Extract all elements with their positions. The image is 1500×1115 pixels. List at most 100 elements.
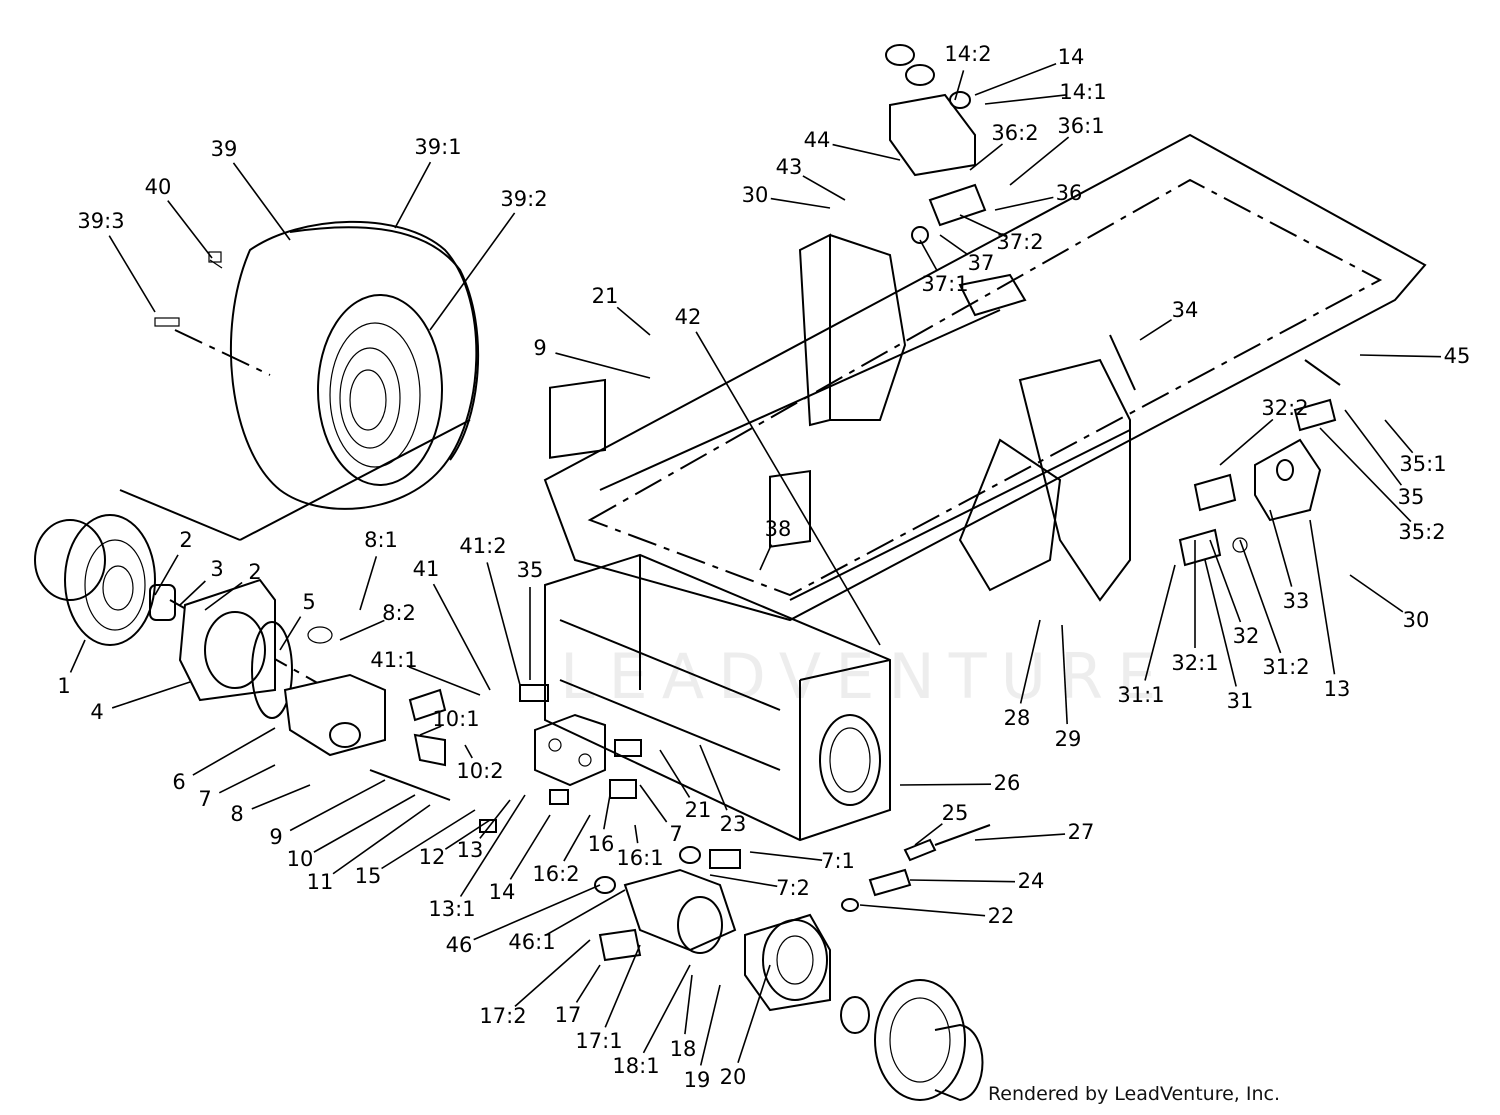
- leader-line-7-2: [709, 874, 778, 888]
- callout-8: 8: [230, 802, 243, 826]
- callout-14-2: 14:2: [944, 42, 991, 66]
- callout-37: 37: [968, 251, 995, 275]
- leader-line-30: [1349, 574, 1404, 613]
- callout-17-1: 17:1: [575, 1029, 622, 1053]
- leader-line-8: [251, 784, 311, 810]
- leader-line-27: [974, 833, 1066, 841]
- leader-line-7: [218, 764, 276, 794]
- leader-line-21: [616, 306, 651, 336]
- leader-line-46: [473, 884, 601, 941]
- leader-line-10: [313, 794, 416, 853]
- callout-11: 11: [307, 870, 334, 894]
- leader-line-31: [1204, 559, 1237, 687]
- callout-1: 1: [57, 674, 70, 698]
- callout-39: 39: [211, 137, 238, 161]
- callout-7-1: 7:1: [821, 849, 855, 873]
- callout-4: 4: [90, 700, 103, 724]
- leader-line-41-1: [408, 666, 481, 696]
- callout-3: 3: [210, 557, 223, 581]
- callout-2: 2: [179, 528, 192, 552]
- callout-35: 35: [517, 558, 544, 582]
- leader-line-11: [332, 804, 431, 875]
- callout-35-1: 35:1: [1399, 452, 1446, 476]
- leader-line-29: [1061, 624, 1068, 725]
- callout-20: 20: [720, 1065, 747, 1089]
- leader-line-8-2: [339, 619, 385, 641]
- callout-32-1: 32:1: [1171, 651, 1218, 675]
- callout-10-2: 10:2: [456, 759, 503, 783]
- sub-frame-illustration: [544, 553, 891, 842]
- callout-31-2: 31:2: [1262, 655, 1309, 679]
- leader-line-6: [192, 727, 276, 776]
- leader-line-36-2: [969, 143, 1004, 171]
- callout-41-2: 41:2: [459, 534, 506, 558]
- leader-line-39-3: [108, 235, 156, 313]
- callout-8-1: 8:1: [364, 528, 398, 552]
- leader-line-3: [179, 580, 206, 606]
- callout-14-1: 14:1: [1059, 80, 1106, 104]
- callout-37-2: 37:2: [996, 230, 1043, 254]
- leader-line-34: [1139, 318, 1172, 341]
- leader-line-39-1: [394, 161, 432, 229]
- leader-line-28: [1019, 619, 1041, 704]
- callout-42: 42: [675, 305, 702, 329]
- leader-line-14: [974, 63, 1057, 96]
- leader-line-37-1: [919, 239, 938, 272]
- leader-line-43: [802, 175, 846, 201]
- leader-line-21: [659, 749, 691, 798]
- callout-24: 24: [1018, 869, 1045, 893]
- callout-38: 38: [765, 517, 792, 541]
- leader-line-31-1: [1144, 564, 1176, 681]
- leader-line-20: [737, 964, 771, 1064]
- callout-36-1: 36:1: [1057, 114, 1104, 138]
- callout-16-1: 16:1: [616, 846, 663, 870]
- callout-2: 2: [248, 560, 261, 584]
- leader-line-41: [432, 583, 491, 691]
- leader-line-10-2: [464, 744, 473, 759]
- callout-10: 10: [287, 847, 314, 871]
- callout-39-2: 39:2: [500, 187, 547, 211]
- callout-33: 33: [1283, 589, 1310, 613]
- callout-31-1: 31:1: [1117, 683, 1164, 707]
- callout-27: 27: [1068, 820, 1095, 844]
- callout-36-2: 36:2: [991, 121, 1038, 145]
- leader-lines: [69, 63, 1442, 1066]
- leader-line-26: [899, 783, 992, 786]
- callout-43: 43: [776, 155, 803, 179]
- leader-line-36: [994, 196, 1054, 211]
- callout-23: 23: [720, 812, 747, 836]
- leader-line-17-2: [514, 939, 591, 1007]
- callout-6: 6: [172, 770, 185, 794]
- leader-line-32: [1209, 539, 1242, 623]
- callout-13-1: 13:1: [428, 897, 475, 921]
- leader-line-4: [111, 681, 191, 709]
- callout-30: 30: [742, 183, 769, 207]
- callout-29: 29: [1055, 727, 1082, 751]
- leader-line-17-1: [604, 944, 641, 1028]
- leader-line-13: [1309, 519, 1336, 675]
- callout-17-2: 17:2: [479, 1004, 526, 1028]
- leader-line-9: [555, 352, 651, 379]
- leader-line-16-1: [634, 824, 639, 844]
- callout-18-1: 18:1: [612, 1054, 659, 1078]
- leader-line-16-2: [563, 814, 591, 862]
- leader-line-38: [759, 544, 773, 571]
- leader-line-13-1: [459, 794, 526, 897]
- leader-line-32-2: [1219, 418, 1274, 466]
- leader-line-37: [939, 234, 969, 256]
- callout-9: 9: [269, 825, 282, 849]
- leader-line-25: [914, 823, 943, 846]
- center-valve-illustration: [479, 684, 642, 833]
- leader-line-2: [154, 554, 179, 596]
- callout-18: 18: [670, 1037, 697, 1061]
- callout-22: 22: [988, 904, 1015, 928]
- leader-line-39: [232, 162, 291, 241]
- right-motor-illustration: [594, 824, 991, 1102]
- callout-16-2: 16:2: [532, 862, 579, 886]
- callout-32-2: 32:2: [1261, 396, 1308, 420]
- callout-39-3: 39:3: [77, 209, 124, 233]
- leader-line-44: [832, 143, 901, 161]
- top-valve-illustration: [885, 44, 1027, 317]
- callout-16: 16: [588, 832, 615, 856]
